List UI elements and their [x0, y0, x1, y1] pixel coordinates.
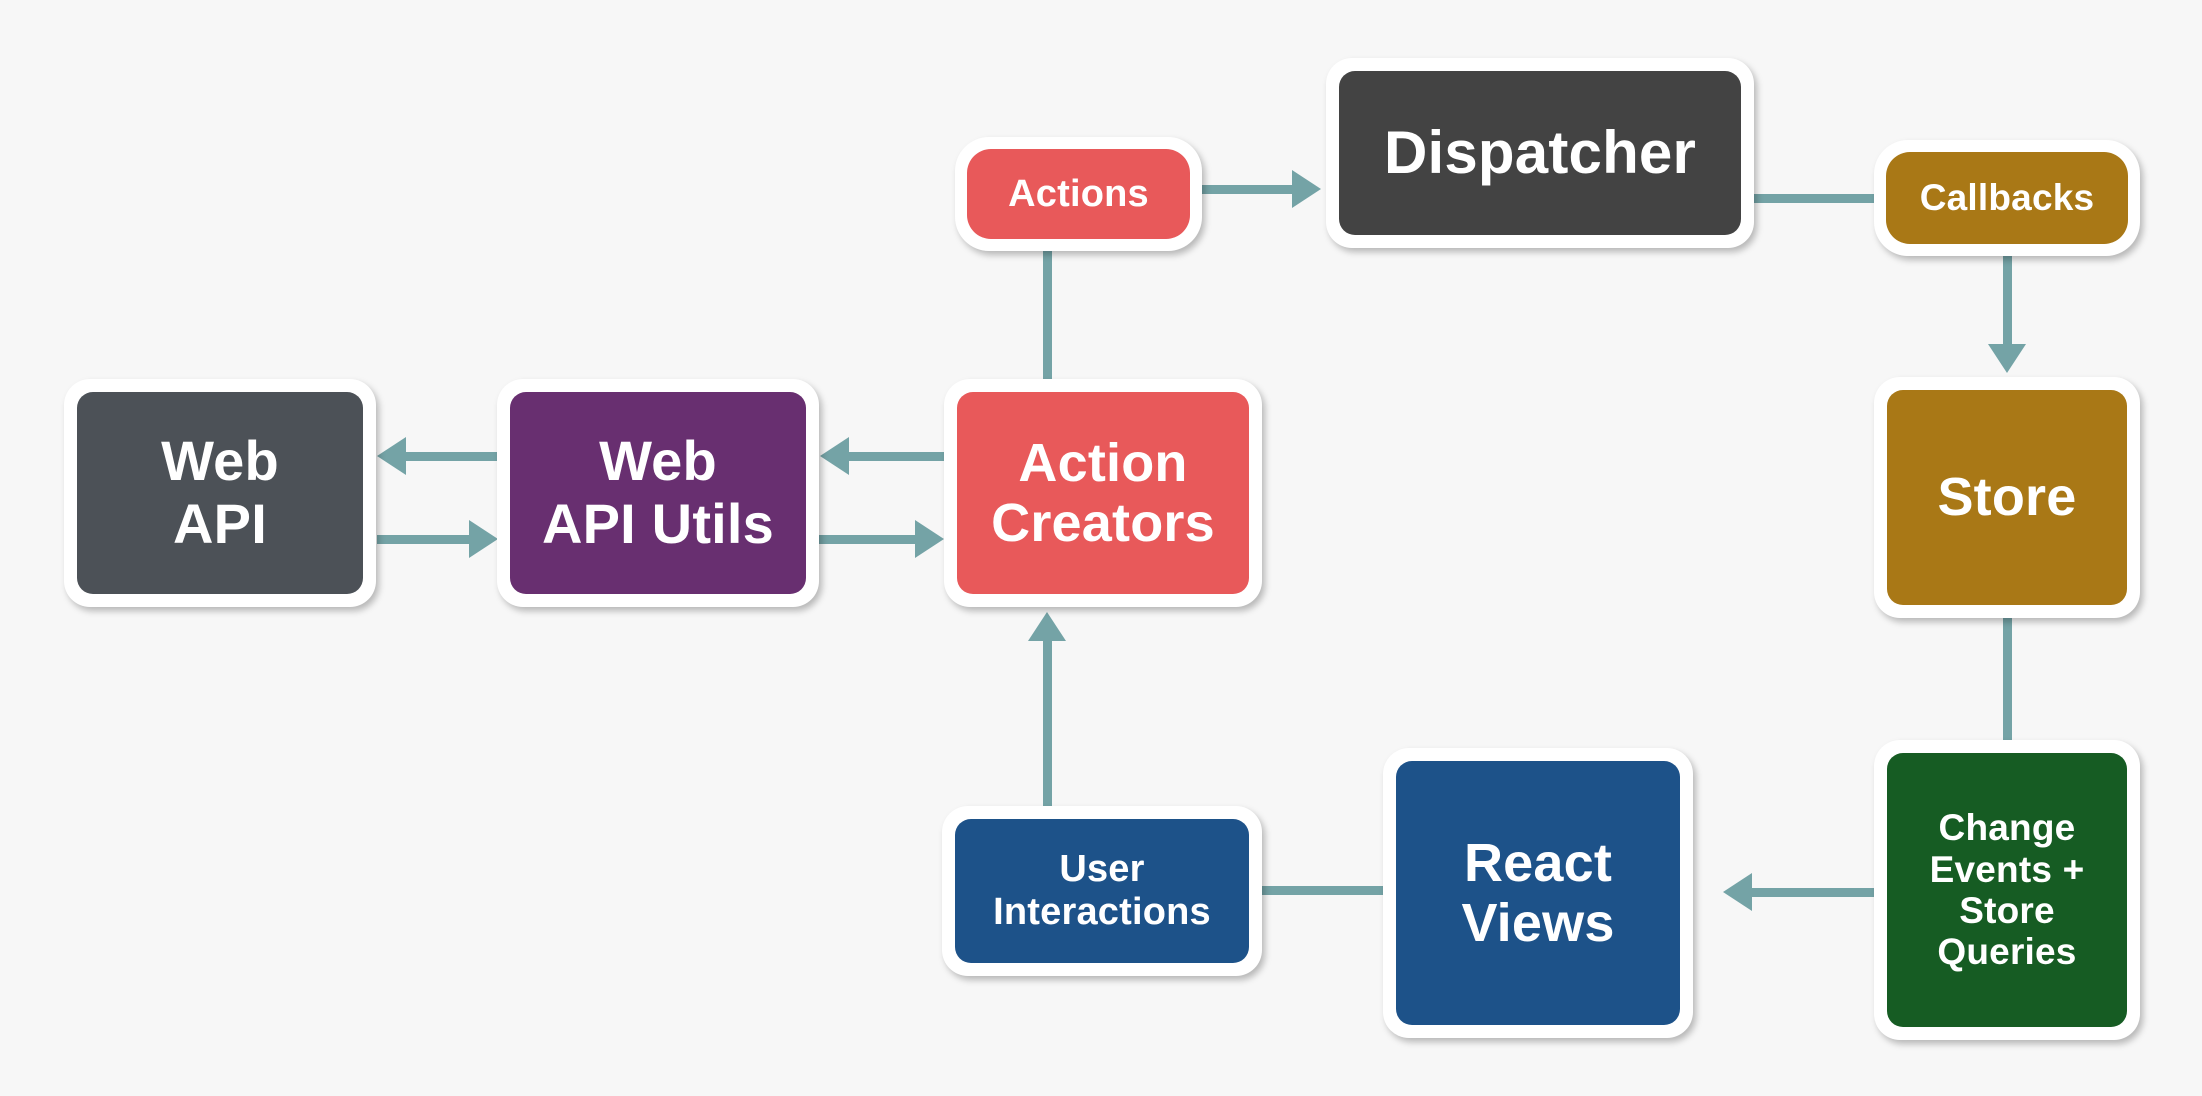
node-store[interactable]: Store: [1874, 377, 2140, 618]
node-action-creators[interactable]: Action Creators: [944, 379, 1262, 607]
node-web-api-utils-label: Web API Utils: [541, 429, 775, 555]
node-web-api-label: Web API: [161, 429, 279, 555]
node-web-api[interactable]: Web API: [64, 379, 376, 607]
arrowhead-web-api-to-web-api-utils: [469, 520, 498, 558]
node-actions[interactable]: Actions: [955, 137, 1202, 251]
node-store-label: Store: [1937, 467, 2077, 528]
connector-web-api-utils-to-action-creators: [819, 535, 915, 544]
node-actions-fill: Actions: [967, 149, 1190, 239]
node-actions-label: Actions: [1008, 172, 1149, 215]
node-change-events-store-queries-label: Change Events + Store Queries: [1929, 807, 2085, 973]
node-action-creators-label: Action Creators: [991, 432, 1215, 553]
node-user-interactions-label: User Interactions: [993, 848, 1211, 933]
arrowhead-web-api-utils-to-action-creators: [915, 520, 944, 558]
node-web-api-utils[interactable]: Web API Utils: [497, 379, 819, 607]
arrowhead-web-api-utils-to-web-api: [377, 437, 406, 475]
connector-callbacks-to-store: [2003, 256, 2012, 346]
connector-react-views-to-user-interactions: [1262, 886, 1384, 895]
node-react-views[interactable]: React Views: [1383, 748, 1693, 1038]
node-dispatcher-fill: Dispatcher: [1339, 71, 1741, 235]
arrowhead-action-creators-to-web-api-utils: [820, 437, 849, 475]
node-change-events-store-queries[interactable]: Change Events + Store Queries: [1874, 740, 2140, 1040]
node-callbacks[interactable]: Callbacks: [1874, 140, 2140, 256]
connector-action-creators-to-actions: [1043, 251, 1052, 381]
arrowhead-actions-to-dispatcher: [1292, 170, 1321, 208]
node-user-interactions[interactable]: User Interactions: [942, 806, 1262, 976]
node-react-views-fill: React Views: [1396, 761, 1680, 1025]
node-dispatcher-label: Dispatcher: [1383, 119, 1697, 187]
node-change-events-store-queries-fill: Change Events + Store Queries: [1887, 753, 2127, 1027]
connector-user-interactions-to-action-creators: [1043, 640, 1052, 808]
node-dispatcher[interactable]: Dispatcher: [1326, 58, 1754, 248]
node-action-creators-fill: Action Creators: [957, 392, 1249, 594]
arrowhead-user-interactions-to-action-creators: [1028, 612, 1066, 641]
node-store-fill: Store: [1887, 390, 2127, 605]
node-web-api-utils-fill: Web API Utils: [510, 392, 806, 594]
node-callbacks-label: Callbacks: [1919, 177, 2095, 219]
connector-change-events-to-react-views: [1752, 888, 1876, 897]
node-react-views-label: React Views: [1461, 832, 1615, 953]
node-user-interactions-fill: User Interactions: [955, 819, 1249, 963]
connector-store-to-change-events: [2003, 618, 2012, 742]
connector-web-api-to-web-api-utils: [377, 535, 469, 544]
connector-action-creators-to-web-api-utils: [849, 452, 945, 461]
connector-actions-to-dispatcher: [1202, 185, 1292, 194]
node-web-api-fill: Web API: [77, 392, 363, 594]
connector-web-api-utils-to-web-api: [406, 452, 498, 461]
node-callbacks-fill: Callbacks: [1886, 152, 2128, 244]
connector-dispatcher-to-callbacks: [1754, 194, 1876, 203]
arrowhead-change-events-to-react-views: [1723, 873, 1752, 911]
arrowhead-callbacks-to-store: [1988, 344, 2026, 373]
